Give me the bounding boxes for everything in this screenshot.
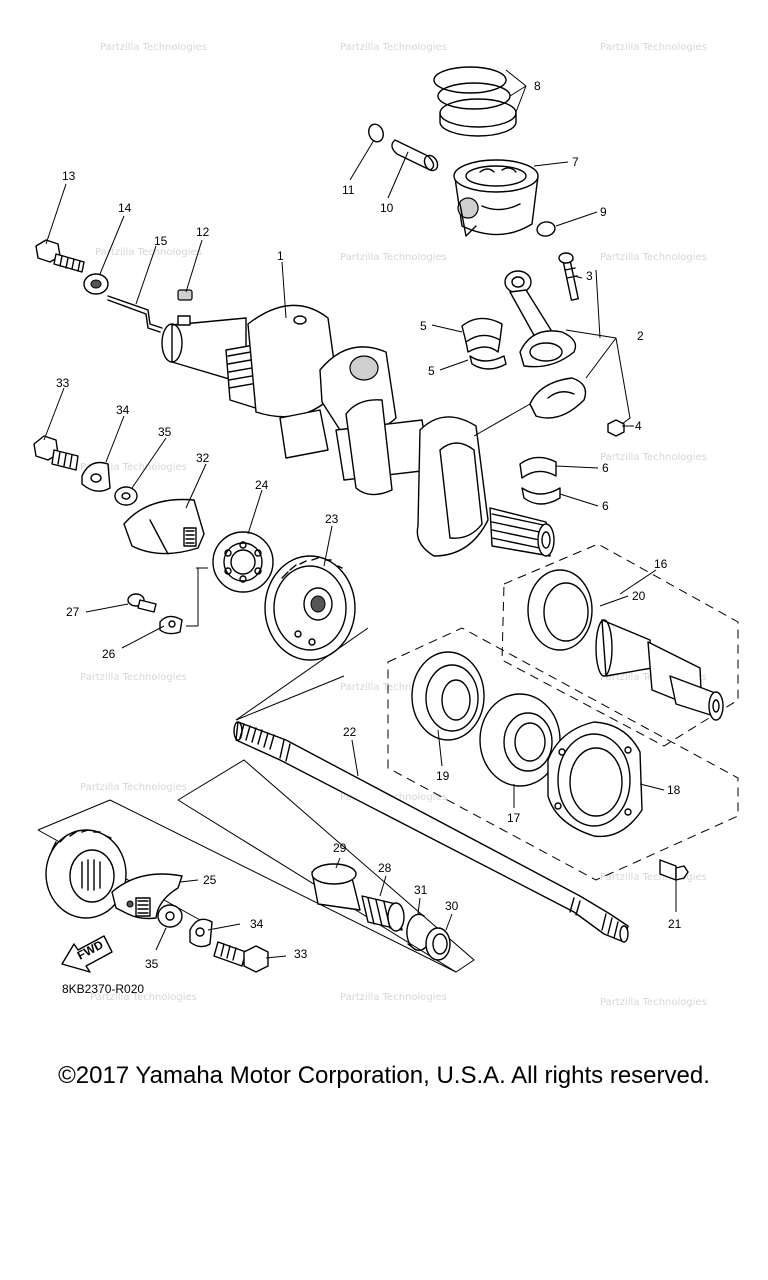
part-label-22: 22 [343, 725, 357, 739]
part-label-7: 7 [572, 155, 579, 169]
part-label-32: 32 [196, 451, 210, 465]
watermark: Partzilla Technologies [80, 782, 187, 793]
part-label-35a: 35 [158, 425, 172, 439]
part-label-16: 16 [654, 557, 668, 571]
part-label-33b: 33 [294, 947, 308, 961]
exploded-parts-diagram: Partzilla Technologies Partzilla Technol… [33, 42, 739, 1008]
part-label-10: 10 [380, 201, 394, 215]
part-label-18: 18 [667, 783, 681, 797]
connecting-rod [504, 252, 625, 437]
part-label-14: 14 [118, 201, 132, 215]
bearing-17 [479, 693, 561, 787]
part-label-13: 13 [62, 169, 76, 183]
part-label-19: 19 [436, 769, 450, 783]
watermark: Partzilla Technologies [340, 42, 447, 53]
watermark: Partzilla Technologies [600, 997, 707, 1008]
watermark: Partzilla Technologies [80, 672, 187, 683]
watermark: Partzilla Technologies [600, 252, 707, 263]
watermark: Partzilla Technologies [600, 42, 707, 53]
part-label-5a: 5 [420, 319, 427, 333]
part-label-35b: 35 [145, 957, 159, 971]
part-label-3: 3 [586, 269, 593, 283]
watermark: Partzilla Technologies [340, 252, 447, 263]
part-label-24: 24 [255, 478, 269, 492]
collar-29 [311, 863, 361, 911]
part-label-8: 8 [534, 79, 541, 93]
part-label-34a: 34 [116, 403, 130, 417]
part-label-27: 27 [66, 605, 80, 619]
part-label-17: 17 [507, 811, 521, 825]
bearing-24 [212, 531, 274, 593]
part-label-31: 31 [414, 883, 428, 897]
plate-15 [107, 295, 163, 333]
woodruff-key [177, 289, 193, 301]
part-label-28: 28 [378, 861, 392, 875]
crankshaft [161, 304, 555, 557]
part-label-4: 4 [635, 419, 642, 433]
crank-washer [83, 273, 109, 295]
needle-bearing-28 [361, 895, 405, 932]
part-label-6b: 6 [602, 499, 609, 513]
washer-35-upper [114, 486, 138, 506]
plate-26 [159, 615, 183, 635]
part-label-5b: 5 [428, 364, 435, 378]
piston-rings [433, 66, 517, 137]
watermark: Partzilla Technologies [90, 992, 197, 1003]
part-label-23: 23 [325, 512, 339, 526]
part-labels: 1 2 3 4 5 5 6 6 7 8 9 10 11 12 13 14 15 … [56, 79, 682, 971]
part-label-6a: 6 [602, 461, 609, 475]
part-label-15: 15 [154, 234, 168, 248]
copyright-notice: ©2017 Yamaha Motor Corporation, U.S.A. A… [58, 1062, 710, 1089]
lock-washer-34-upper [81, 461, 111, 492]
housing-18 [547, 721, 643, 838]
crank-bolt [35, 239, 85, 273]
drive-shaft-22 [233, 721, 629, 943]
washer-35-lower [157, 904, 183, 928]
watermark: Partzilla Technologies [600, 872, 707, 883]
part-label-34b: 34 [250, 917, 264, 931]
piston-pin-clips [368, 123, 556, 237]
part-label-1: 1 [277, 249, 284, 263]
gear-23 [264, 555, 356, 661]
bolt-33-upper [33, 435, 79, 471]
part-label-12: 12 [196, 225, 210, 239]
lock-washer-34-lower [189, 918, 213, 948]
seal-19 [411, 651, 485, 741]
part-label-25: 25 [203, 873, 217, 887]
diagram-code: 8KB2370-R020 [62, 982, 144, 996]
part-label-20: 20 [632, 589, 646, 603]
part-label-2: 2 [637, 329, 644, 343]
fwd-arrow: FWD [61, 935, 113, 973]
screw-27 [127, 593, 157, 613]
part-label-33a: 33 [56, 376, 70, 390]
bolt-21 [659, 859, 689, 881]
seal-20 [527, 569, 593, 651]
watermark: Partzilla Technologies [340, 682, 447, 693]
cam-32 [123, 498, 205, 555]
washer-30 [425, 927, 451, 961]
part-label-11: 11 [342, 183, 355, 197]
part-label-30: 30 [445, 899, 459, 913]
watermark: Partzilla Technologies [80, 462, 187, 473]
bolt-33-lower [213, 941, 269, 973]
part-label-9: 9 [600, 205, 607, 219]
circlip-31 [406, 913, 429, 951]
watermark: Partzilla Technologies [340, 992, 447, 1003]
cam-25 [111, 873, 183, 920]
watermark: Partzilla Technologies [600, 452, 707, 463]
part-label-26: 26 [102, 647, 116, 661]
piston-pin [391, 139, 439, 172]
watermark: Partzilla Technologies [95, 247, 202, 258]
leader-lines [43, 69, 677, 959]
shaft-16 [595, 619, 724, 721]
watermark: Partzilla Technologies [100, 42, 207, 53]
part-label-29: 29 [333, 841, 347, 855]
big-end-bearings [461, 317, 561, 505]
gear-lower [45, 829, 127, 919]
piston [453, 159, 539, 237]
assembly-16-box [387, 543, 739, 881]
part-label-21: 21 [668, 917, 682, 931]
